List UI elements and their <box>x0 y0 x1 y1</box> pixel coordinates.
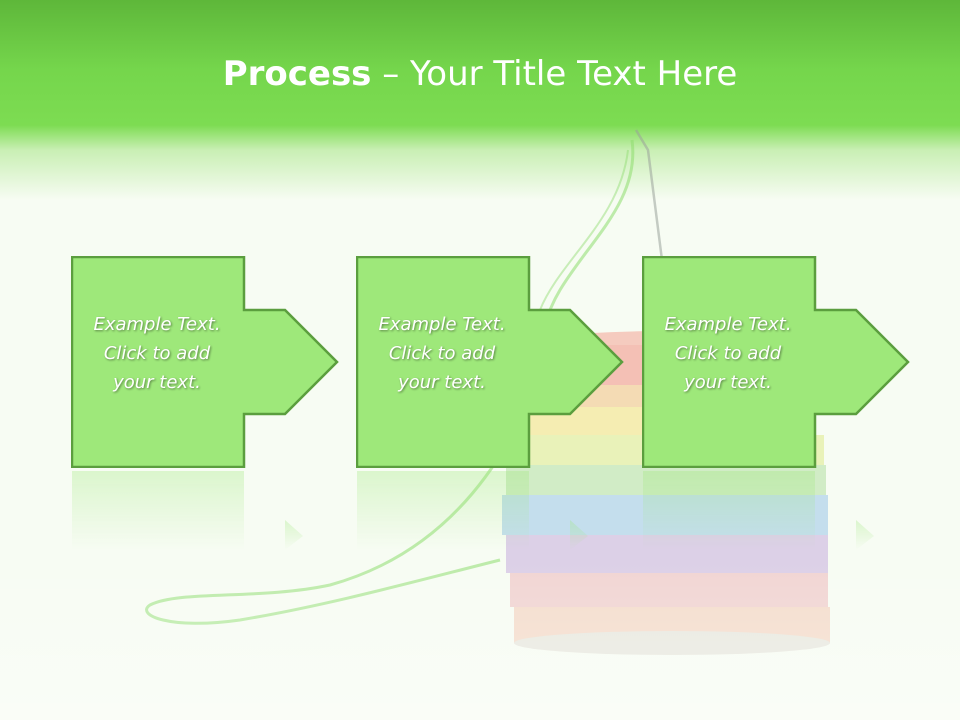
process-step-3[interactable]: Example Text. Click to add your text. <box>642 256 912 468</box>
slide-title: Process – Your Title Text Here <box>0 52 960 96</box>
step-1-text[interactable]: Example Text. Click to add your text. <box>93 314 221 393</box>
process-step-2[interactable]: Example Text. Click to add your text. <box>356 256 626 468</box>
step-arrow-shape <box>356 256 624 468</box>
title-rest: – Your Title Text Here <box>371 54 738 94</box>
title-bold: Process <box>222 54 372 94</box>
step-arrow-shape <box>71 256 339 468</box>
header-band <box>0 0 960 200</box>
step-2-text[interactable]: Example Text. Click to add your text. <box>378 314 506 393</box>
step-1-reflection <box>72 471 303 550</box>
step-2-reflection <box>357 471 588 550</box>
step-3-text[interactable]: Example Text. Click to add your text. <box>664 314 792 393</box>
step-arrow-shape <box>642 256 910 468</box>
step-3-reflection <box>643 471 874 550</box>
process-step-1[interactable]: Example Text. Click to add your text. <box>71 256 341 468</box>
